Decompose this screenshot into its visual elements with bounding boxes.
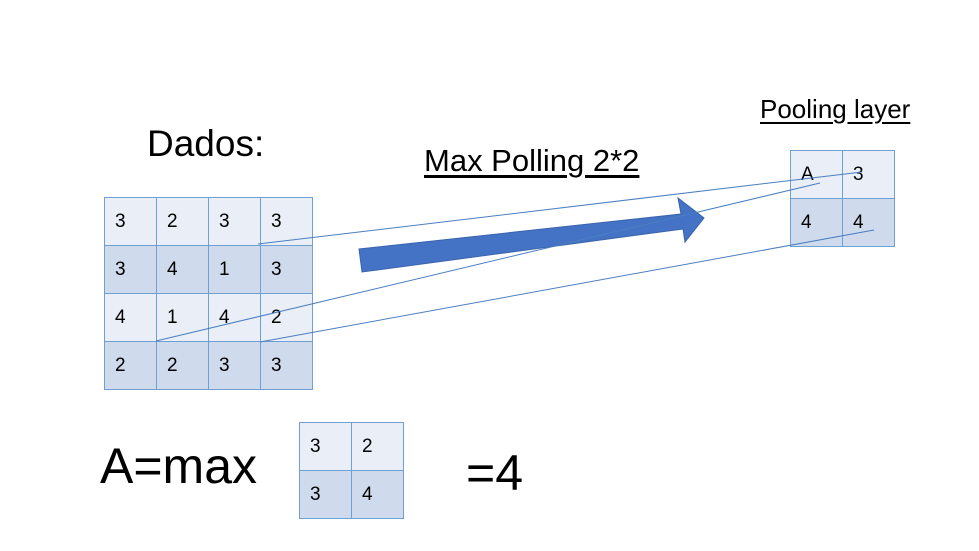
- grid-cell: 4: [104, 293, 157, 342]
- connector-line: [155, 182, 821, 342]
- pooling-grid: A 3 4 4: [790, 150, 895, 247]
- grid-cell: 1: [208, 245, 261, 294]
- data-title: Dados:: [147, 123, 265, 164]
- grid-cell: 4: [156, 245, 209, 294]
- grid-cell: 4: [790, 198, 843, 247]
- grid-cell: 2: [351, 422, 404, 471]
- grid-cell: 3: [299, 470, 352, 519]
- window-grid: 3 2 3 4: [299, 422, 404, 519]
- formula-label: A=max: [100, 438, 258, 494]
- grid-cell: 3: [208, 341, 261, 390]
- grid-cell: 1: [156, 293, 209, 342]
- pooling-arrow: [358, 196, 705, 273]
- grid-cell: A: [790, 150, 843, 199]
- grid-row: A 3: [790, 150, 895, 199]
- grid-row: 4 4: [790, 198, 895, 247]
- connector-line: [259, 229, 875, 343]
- grid-cell: 3: [842, 150, 895, 199]
- grid-row: 3 2: [299, 422, 404, 471]
- pooling-layer-title: Pooling layer: [760, 94, 911, 124]
- result-label: =4: [466, 445, 524, 501]
- input-grid: 3 2 3 3 3 4 1 3 4 1 4 2 2 2 3 3: [104, 197, 313, 390]
- grid-cell: 2: [104, 341, 157, 390]
- connector-line: [257, 171, 863, 245]
- grid-row: 3 4: [299, 470, 404, 519]
- grid-cell: 3: [260, 245, 313, 294]
- max-pooling-title: Max Polling 2*2: [424, 143, 640, 178]
- grid-row: 3 4 1 3: [104, 245, 313, 294]
- grid-cell: 3: [299, 422, 352, 471]
- grid-cell: 2: [156, 197, 209, 246]
- grid-cell: 2: [156, 341, 209, 390]
- grid-cell: 3: [260, 197, 313, 246]
- grid-cell: 4: [208, 293, 261, 342]
- grid-row: 2 2 3 3: [104, 341, 313, 390]
- grid-cell: 3: [260, 341, 313, 390]
- grid-row: 3 2 3 3: [104, 197, 313, 246]
- grid-cell: 3: [104, 245, 157, 294]
- grid-cell: 3: [208, 197, 261, 246]
- grid-cell: 4: [351, 470, 404, 519]
- grid-cell: 4: [842, 198, 895, 247]
